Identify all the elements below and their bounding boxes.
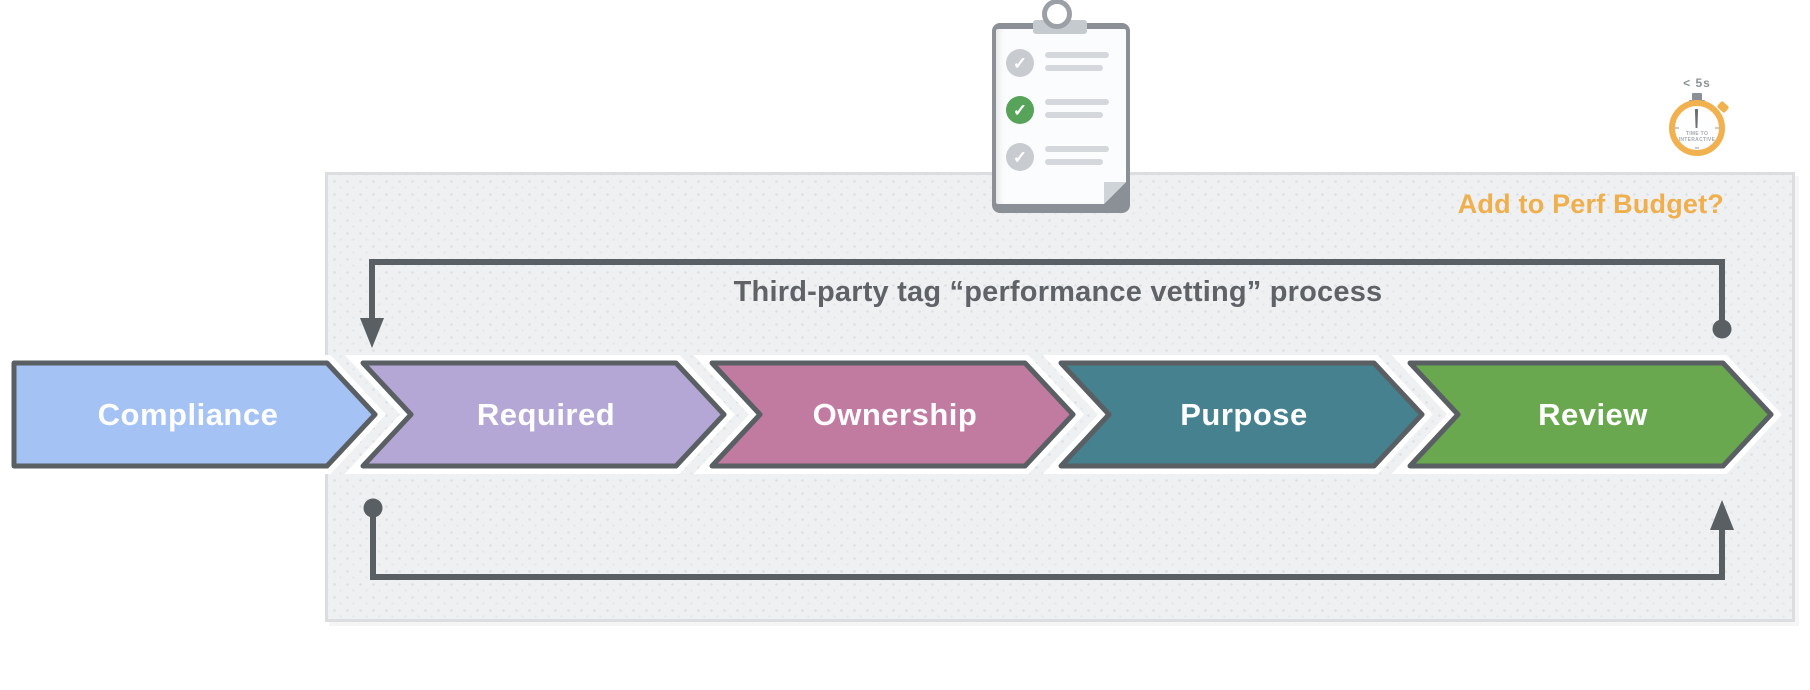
- feedback-loop-bottom: [363, 498, 1734, 580]
- loop-line-bottom: [370, 508, 1725, 580]
- stopwatch-tick: [1675, 127, 1679, 129]
- text-line-placeholder: [1045, 52, 1109, 58]
- text-line-placeholder: [1045, 146, 1109, 152]
- stage-label: Required: [477, 397, 615, 432]
- check-circle-gray-icon: ✓: [1006, 143, 1034, 171]
- arrowhead-up-icon: [1710, 500, 1734, 530]
- check-circle-green-icon: ✓: [1006, 96, 1034, 124]
- diagram-title: Third-party tag “performance vetting” pr…: [733, 276, 1383, 308]
- stage-label: Compliance: [98, 397, 279, 432]
- checklist-row: ✓: [996, 96, 1126, 124]
- stopwatch-face-label: TIME TO INTERACTIVE: [1678, 131, 1716, 143]
- chevron-shape: [709, 360, 1076, 469]
- chevron-shape: [11, 360, 378, 469]
- stopwatch-hand: [1694, 109, 1699, 128]
- clipboard-paper: ✓ ✓ ✓: [996, 29, 1126, 204]
- check-circle-gray-icon: ✓: [1006, 49, 1034, 77]
- checklist-row: ✓: [996, 49, 1126, 77]
- feedback-loop-top: [360, 259, 1732, 348]
- text-line-placeholder: [1045, 159, 1103, 165]
- text-line-placeholder: [1045, 112, 1103, 118]
- stage-chevron-required: Required: [344, 355, 735, 474]
- loop-line-top: [369, 259, 1725, 329]
- loop-startpoint-dot: [363, 498, 383, 518]
- clipboard-ring-icon: [1042, 0, 1072, 29]
- stage-chevron-purpose: Purpose: [1042, 355, 1433, 474]
- stage-chevron-ownership: Ownership: [693, 355, 1084, 474]
- perf-budget-question: Add to Perf Budget?: [1457, 189, 1724, 219]
- chevron-shape: [1407, 360, 1774, 469]
- check-glyph: ✓: [1012, 147, 1028, 167]
- chevron-shape: [360, 360, 727, 469]
- stopwatch-icon: < 5s TIME TO INTERACTIVE: [1663, 76, 1731, 172]
- stopwatch-tick: [1715, 127, 1719, 129]
- text-line-placeholder: [1045, 65, 1103, 71]
- text-line-placeholder: [1045, 99, 1109, 105]
- stage-label: Review: [1538, 397, 1648, 432]
- stage-label: Ownership: [813, 397, 978, 432]
- stage-chevron-review: Review: [1391, 355, 1782, 474]
- clipboard-checklist-icon: ✓ ✓ ✓: [985, 0, 1135, 214]
- stopwatch-tick: [1695, 147, 1699, 149]
- checklist-row: ✓: [996, 143, 1126, 171]
- check-glyph: ✓: [1012, 100, 1028, 120]
- time-budget-label: < 5s: [1683, 76, 1711, 90]
- stage-chevron-compliance: Compliance: [6, 355, 386, 474]
- arrowhead-down-icon: [360, 318, 384, 348]
- loop-endpoint-dot: [1712, 319, 1732, 339]
- stopwatch-stem: [1692, 93, 1702, 102]
- stage-label: Purpose: [1180, 397, 1308, 432]
- check-glyph: ✓: [1012, 53, 1028, 73]
- chevron-shape: [1058, 360, 1425, 469]
